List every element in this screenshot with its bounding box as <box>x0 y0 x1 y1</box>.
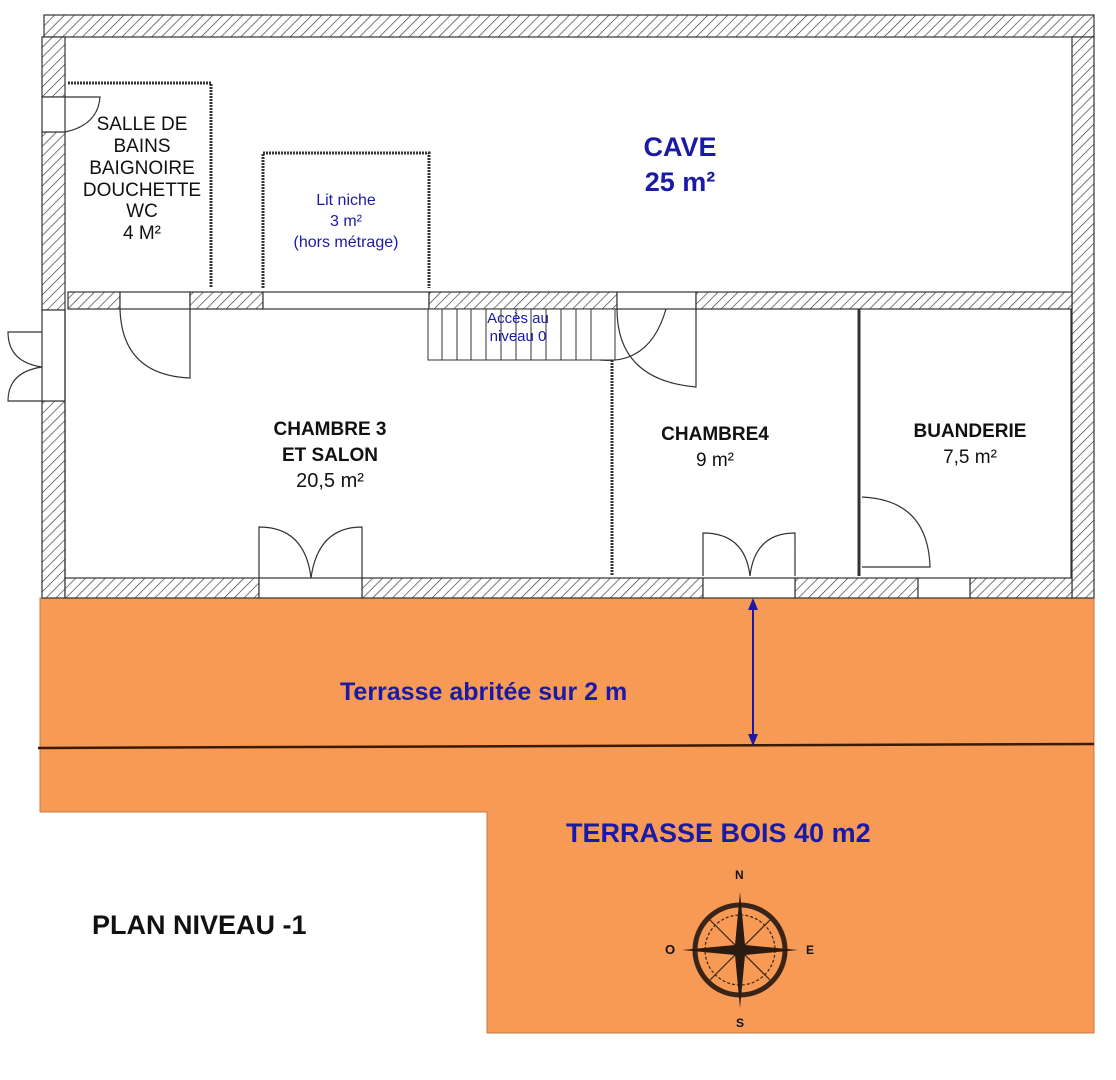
cave-name: CAVE <box>643 132 717 162</box>
room-cave-label: CAVE 25 m² <box>600 130 760 200</box>
cave-area: 25 m² <box>644 167 716 198</box>
room-lit-niche-label: Lit niche 3 m² (hors métrage) <box>263 191 429 253</box>
room-buanderie-label: BUANDERIE 7,5 m² <box>880 419 1060 470</box>
stairs-label: Accès au niveau 0 <box>468 310 568 346</box>
chambre4-area: 9 m² <box>696 449 734 471</box>
lit-niche-note: (hors métrage) <box>293 233 399 251</box>
covered-terrace-label: Terrasse abritée sur 2 m <box>340 678 628 706</box>
compass-north: N <box>735 868 744 882</box>
bathroom-line4: DOUCHETTE <box>82 179 202 201</box>
dimension-arrow <box>748 598 758 746</box>
bathroom-line3: BAIGNOIRE <box>89 157 195 179</box>
chambre4-name: CHAMBRE4 <box>661 424 769 445</box>
chambre3-line2: ET SALON <box>281 444 379 466</box>
stairs-line1: Accès au <box>487 310 549 327</box>
bathroom-area: 4 M² <box>123 223 161 245</box>
wood-terrace-label: TERRASSE BOIS 40 m2 <box>566 818 871 848</box>
compass-rose-icon <box>682 892 798 1008</box>
room-chambre4-label: CHAMBRE4 9 m² <box>640 422 790 473</box>
chambre3-line1: CHAMBRE 3 <box>273 419 387 440</box>
compass-west: O <box>665 942 676 957</box>
compass-east: E <box>806 943 815 957</box>
exterior-walls <box>41 14 1095 599</box>
bathroom-line1: SALLE DE <box>96 114 188 135</box>
compass-south: S <box>736 1016 745 1030</box>
chambre3-area: 20,5 m² <box>296 470 364 493</box>
room-partitions <box>64 309 1072 578</box>
lit-niche-name: Lit niche <box>316 192 376 209</box>
plan-title: PLAN NIVEAU -1 <box>92 910 307 940</box>
room-bathroom-label: SALLE DE BAINS BAIGNOIRE DOUCHETTE WC 4 … <box>72 114 212 245</box>
buanderie-name: BUANDERIE <box>913 421 1027 442</box>
stairs-line2: niveau 0 <box>489 328 547 345</box>
interior-wall <box>67 291 1073 310</box>
lit-niche-area: 3 m² <box>330 212 362 230</box>
bathroom-line5: WC <box>126 201 158 223</box>
bathroom-partition <box>68 81 431 288</box>
buanderie-area: 7,5 m² <box>943 446 997 468</box>
room-chambre3-label: CHAMBRE 3 ET SALON 20,5 m² <box>240 417 420 495</box>
staircase[interactable] <box>427 308 616 361</box>
doors <box>7 96 931 579</box>
terrace-area <box>37 597 1095 1034</box>
bathroom-line2: BAINS <box>113 135 171 157</box>
